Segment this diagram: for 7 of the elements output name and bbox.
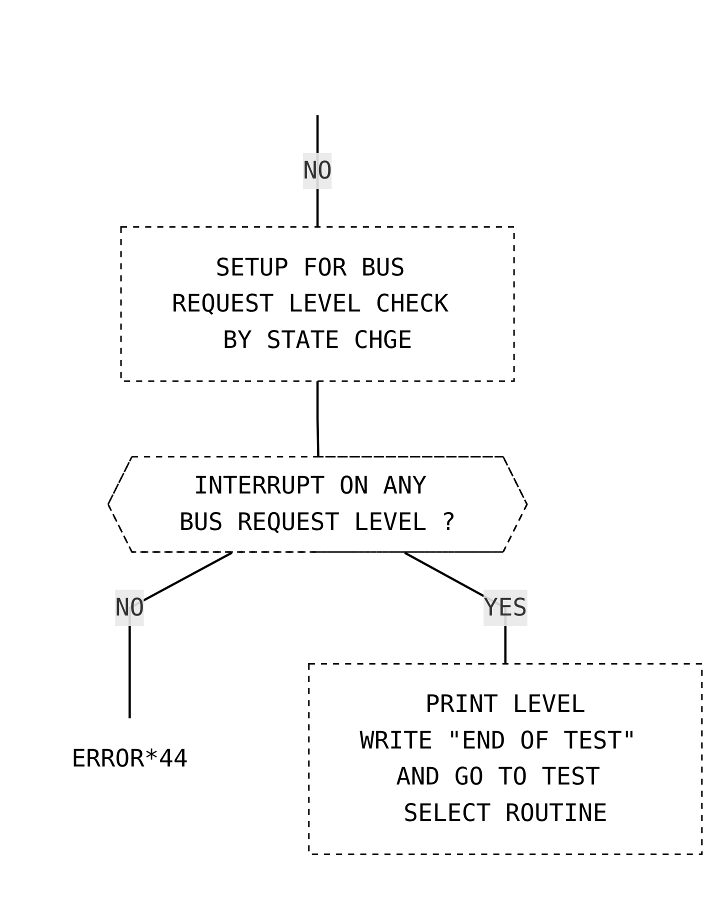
node-text: ERROR*44 bbox=[71, 744, 188, 773]
edge-label: NO bbox=[115, 592, 144, 622]
edge-label: NO bbox=[302, 156, 332, 185]
connector bbox=[316, 381, 320, 458]
node-box: SETUP FOR BUS REQUEST LEVEL CHECK BY STATE CHGE bbox=[120, 226, 515, 382]
edge-label: YES bbox=[484, 592, 528, 622]
node-box: PRINT LEVEL WRITE "END OF TEST" AND GO TO TEST SELECT ROUTINE bbox=[308, 663, 703, 856]
